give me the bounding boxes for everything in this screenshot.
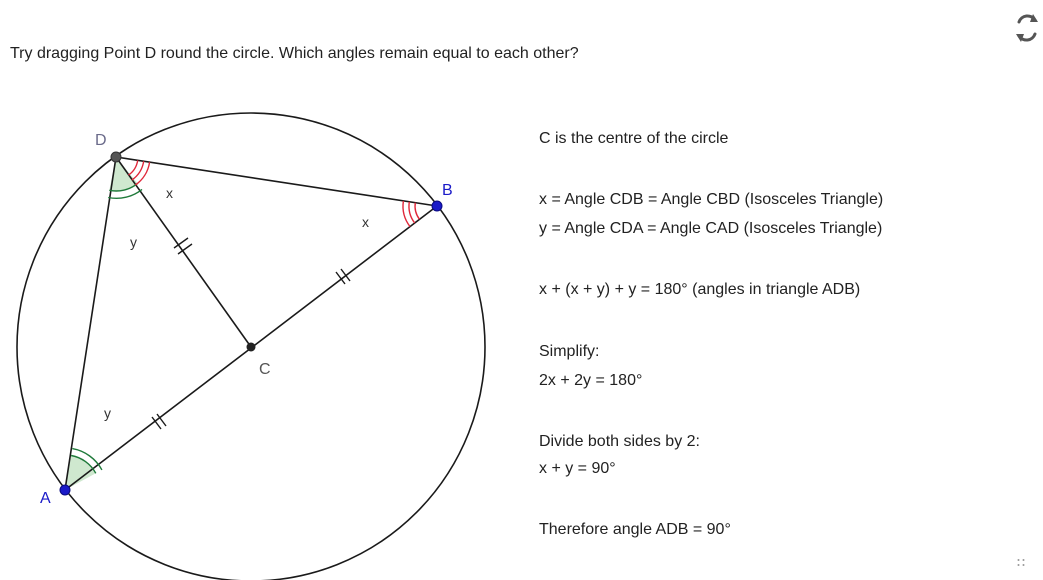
angle-label-x-at-b: x [362,214,369,230]
explanation-line-8: x + y = 90° [539,460,616,477]
explanation-line-2: x = Angle CDB = Angle CBD (Isosceles Tri… [539,191,884,208]
reset-icon [1016,14,1038,42]
explanation-line-7: Divide both sides by 2: [539,433,700,450]
point-label-c: C [259,361,271,378]
point-label-a: A [40,490,51,507]
reset-button[interactable] [1013,8,1041,48]
side-db [115,156,438,207]
segment-dc [115,156,252,348]
explanation-line-4: x + (x + y) + y = 180° (angles in triang… [539,281,861,298]
explanation-line-5: Simplify: [539,343,600,360]
point-c[interactable] [246,342,256,352]
point-label-b: B [442,182,453,199]
tick-marks-cb [335,268,351,285]
angle-arc-x-at-b [402,200,421,228]
instruction-text: Try dragging Point D round the circle. W… [10,45,579,62]
point-label-d: D [95,132,107,149]
tick-marks-ac [151,413,167,430]
explanation-line-3: y = Angle CDA = Angle CAD (Isosceles Tri… [539,220,883,237]
angle-label-x-at-d: x [166,185,173,201]
geometry-figure: x x y y D B A C [16,112,486,580]
explanation-line-6: 2x + 2y = 180° [539,372,643,389]
angle-label-y-at-a: y [104,405,111,421]
angle-arc-x-at-d [128,160,151,186]
explanation-line-9: Therefore angle ADB = 90° [539,521,731,538]
explanation-line-1: C is the centre of the circle [539,130,729,147]
tick-marks-dc [173,237,193,255]
angle-label-y-at-d: y [130,234,137,250]
point-a[interactable] [59,484,71,496]
point-b[interactable] [431,200,443,212]
drag-handle-icon [1017,559,1025,566]
point-d[interactable] [110,151,122,163]
drag-handle[interactable] [1016,556,1026,568]
circle [16,112,486,580]
angle-fill-y-at-d [109,157,138,192]
side-da [64,156,117,491]
angle-arc-y-at-a [70,447,103,474]
